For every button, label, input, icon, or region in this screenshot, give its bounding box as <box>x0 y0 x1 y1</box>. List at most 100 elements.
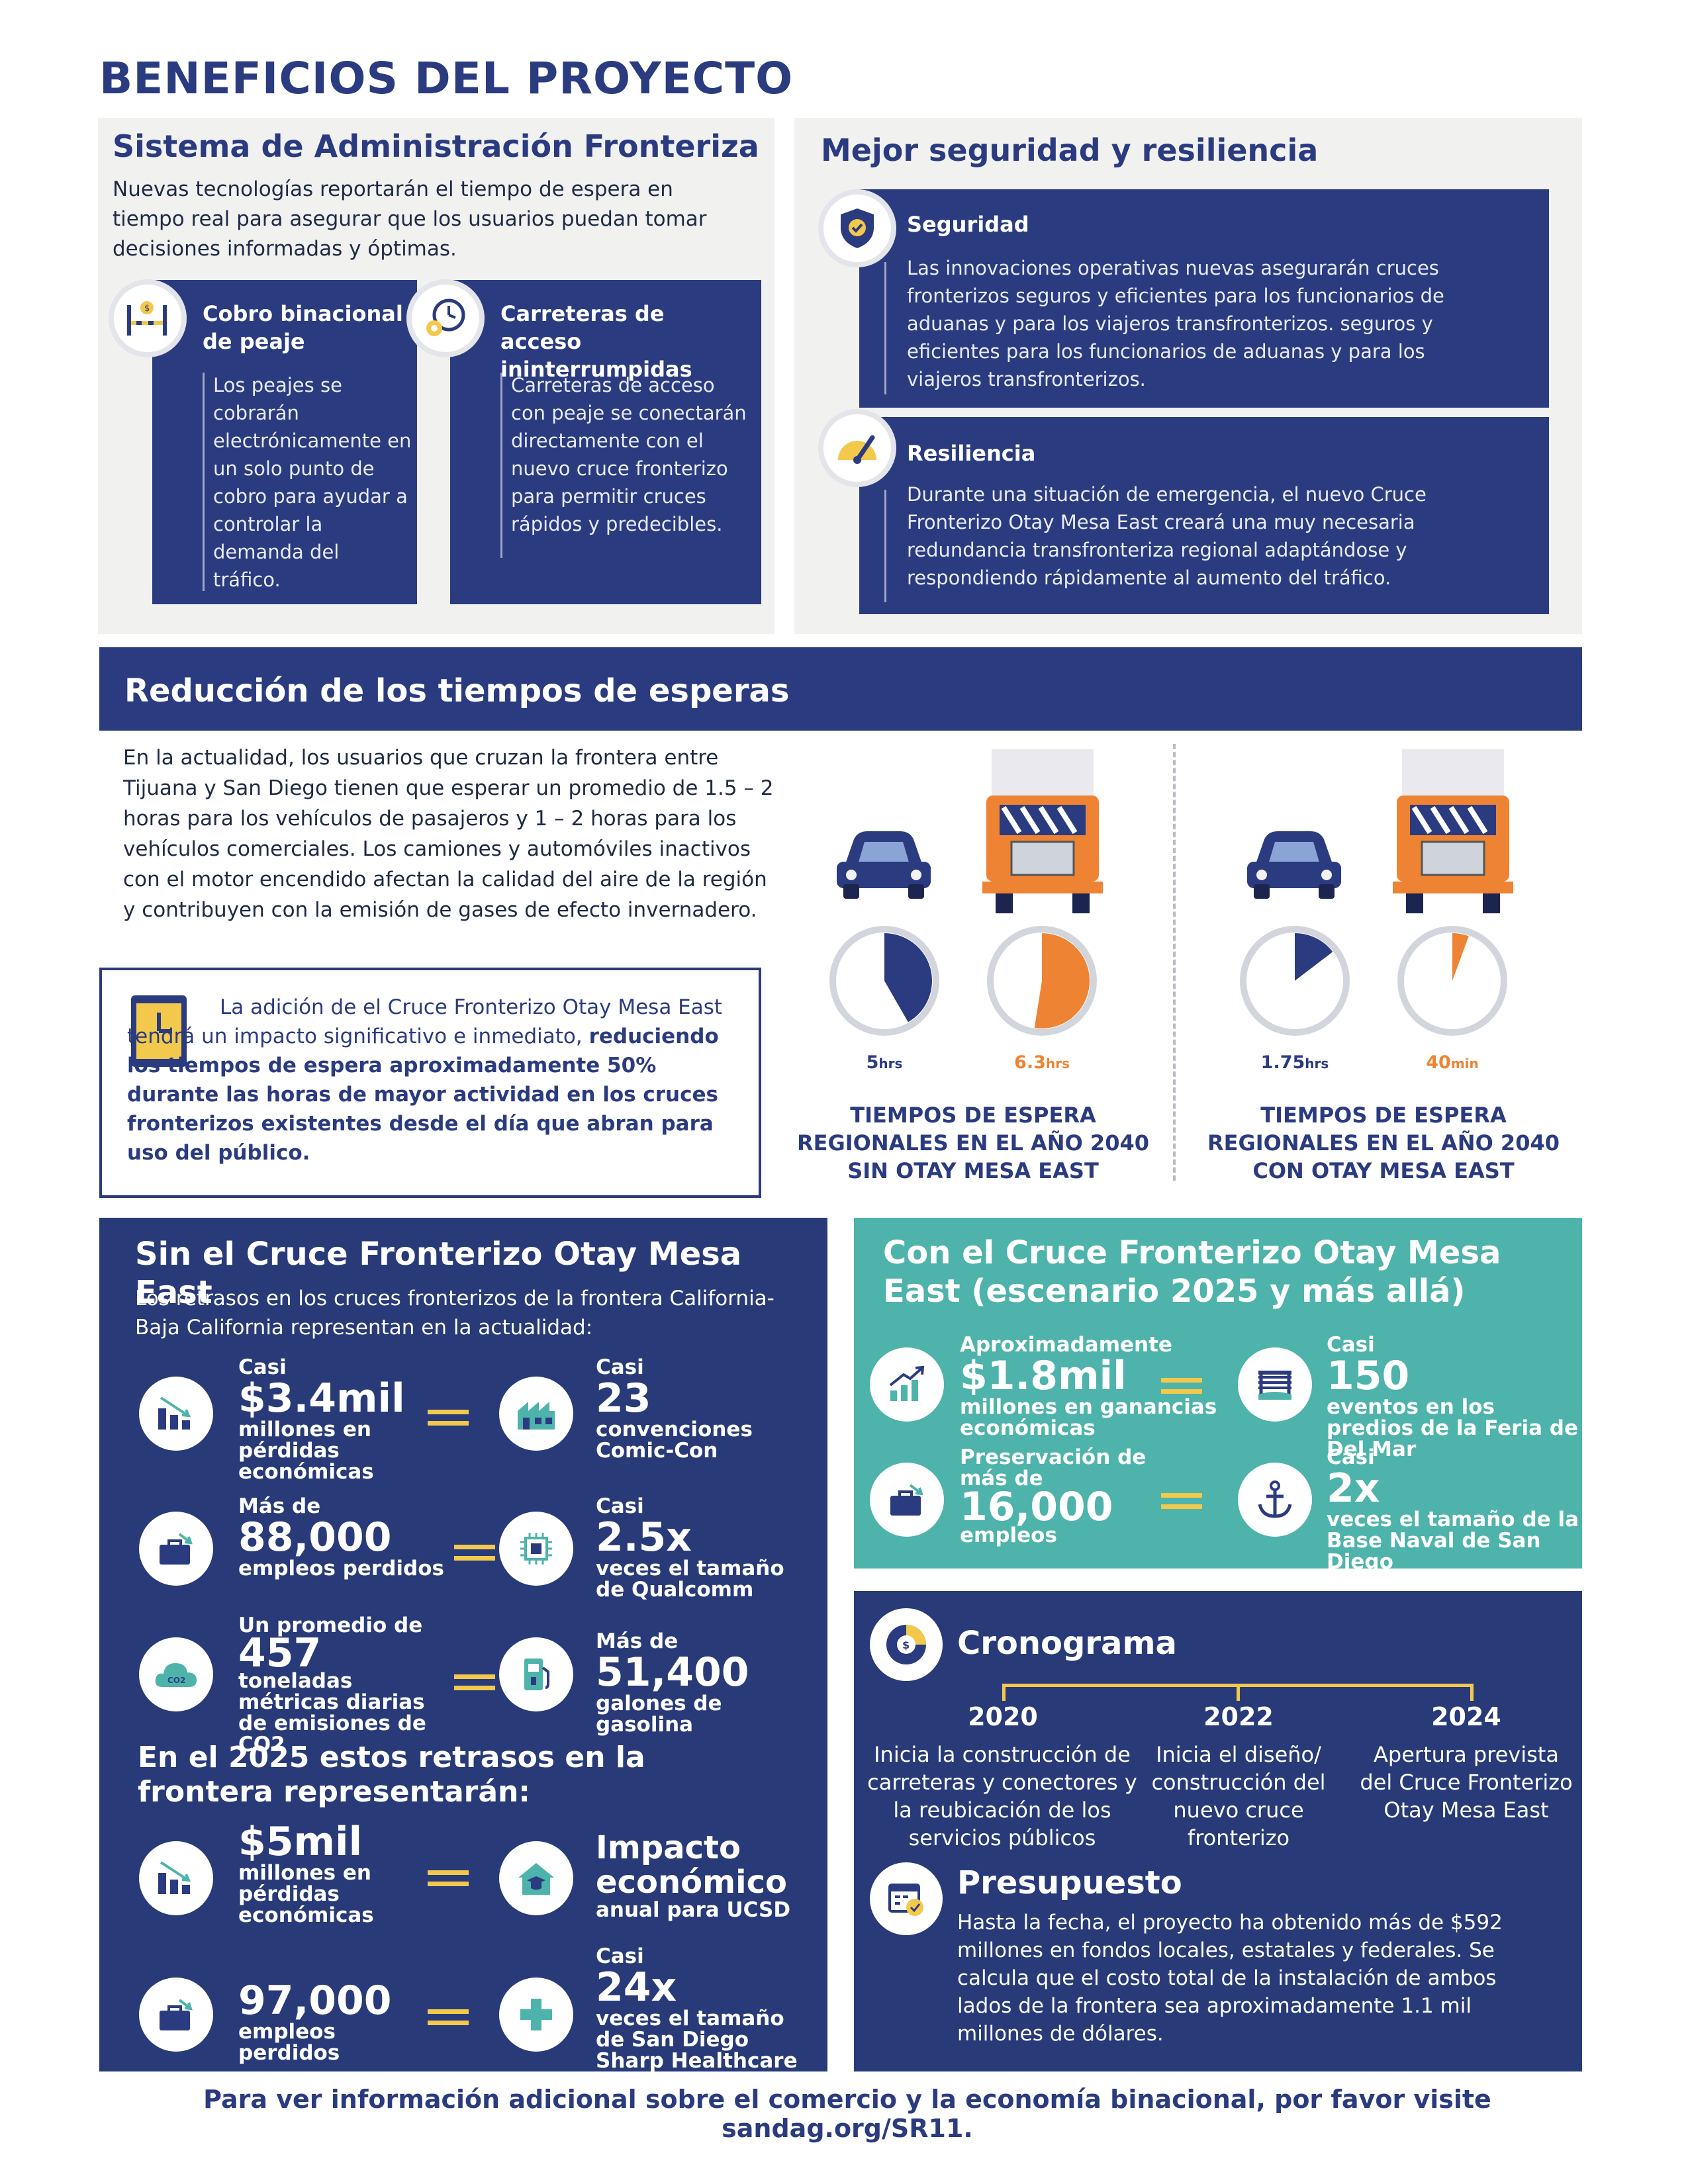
stat-pre: Casi <box>1327 1445 1375 1469</box>
medical-cross-icon <box>499 1978 573 2052</box>
stat-desc: empleos <box>960 1524 1057 1547</box>
timeline-text: Apertura prevista del Cruce Fronterizo O… <box>1360 1742 1573 1823</box>
wait-caption-with: TIEMPOS DE ESPERA REGIONALES EN EL AÑO 2… <box>1207 1103 1560 1183</box>
stat-pre: Más de <box>238 1494 321 1518</box>
stat-pre: Casi <box>596 1494 644 1518</box>
stat-value: $1.8mil <box>960 1353 1127 1399</box>
stat-value: 88,000 <box>238 1514 392 1561</box>
without-intro: Los retrasos en los cruces fronterizos d… <box>135 1287 774 1340</box>
equals-sign <box>428 1410 469 1426</box>
stat-pre: Casi <box>1327 1333 1375 1357</box>
stat-desc: anual para UCSD <box>596 1898 791 1922</box>
footer-text: Para ver información adicional sobre el … <box>203 2085 1491 2143</box>
truck-icon <box>1393 749 1513 913</box>
briefcase-icon <box>139 1978 213 2052</box>
without-title: Sin el Cruce Fronterizo Otay Mesa East <box>135 1236 742 1311</box>
svg-text:$: $ <box>902 1639 910 1651</box>
stat-desc: empleos perdidos <box>238 2020 340 2065</box>
budget-title: Presupuesto <box>957 1864 1182 1901</box>
without-subtitle: En el 2025 estos retrasos en la frontera… <box>138 1741 645 1809</box>
stat-desc: millones en pérdidas económicas <box>238 1418 374 1484</box>
clock-icon <box>128 993 189 1069</box>
stat-desc: veces el tamaño de San Diego Sharp Healt… <box>596 2007 798 2073</box>
pie-coin-icon: $ <box>870 1608 943 1681</box>
fairground-icon <box>1238 1347 1312 1422</box>
stat-pre: Casi <box>238 1355 287 1379</box>
wait-times-band: Reducción de los tiempos de esperas <box>99 647 1582 731</box>
stat-desc: convenciones Comic-Con <box>596 1418 753 1463</box>
gauge-6-3-hrs <box>987 926 1097 1036</box>
equals-sign <box>454 1674 495 1690</box>
timeline-text: Inicia el diseño/ construcción del nuevo… <box>1151 1742 1326 1850</box>
stat-value: $5mil <box>238 1819 363 1865</box>
timeline-text: Inicia la construcción de carreteras y c… <box>867 1742 1137 1850</box>
stat-desc: veces el tamaño de la Base Naval de San … <box>1327 1508 1579 1574</box>
stat-value: 24x <box>596 1964 677 2011</box>
resiliencia-card: Resiliencia Durante una situación de eme… <box>859 417 1549 614</box>
gauge-40-min <box>1397 926 1507 1036</box>
gauge-5-hrs <box>829 926 939 1036</box>
wait-caption-without: TIEMPOS DE ESPERA REGIONALES EN EL AÑO 2… <box>797 1103 1149 1183</box>
stat-pre: Casi <box>596 1944 644 1968</box>
border-system-title: Sistema de Administración Fronteriza <box>113 128 759 164</box>
graduation-house-icon <box>499 1841 573 1915</box>
stat-value: 2.5x <box>596 1514 692 1561</box>
wait-times-title: Reducción de los tiempos de esperas <box>124 672 790 709</box>
timeline-year-2024: 2024 <box>1431 1702 1501 1731</box>
wait-callout: La adición de el Cruce Fronterizo Otay M… <box>99 968 761 1198</box>
equals-sign <box>428 2009 469 2025</box>
convention-center-icon <box>499 1377 573 1451</box>
stat-desc: toneladas métricas diarias de emisiones … <box>238 1669 426 1756</box>
resiliencia-card-text: Durante una situación de emergencia, el … <box>907 483 1427 589</box>
equals-sign <box>1161 1493 1202 1509</box>
without-panel: Sin el Cruce Fronterizo Otay Mesa East L… <box>99 1218 827 2071</box>
truck-icon <box>982 749 1103 913</box>
gas-pump-icon <box>499 1637 573 1711</box>
seguridad-card-title: Seguridad <box>907 212 1029 237</box>
stat-desc: veces el tamaño de Qualcomm <box>596 1557 784 1602</box>
roads-card: Carreteras de acceso ininterrumpidas Car… <box>450 280 761 604</box>
wait-callout-highlight: reduciendo los tiempos de espera aproxim… <box>127 1024 719 1165</box>
equals-sign <box>454 1545 495 1561</box>
microchip-icon <box>499 1512 573 1586</box>
briefcase-icon <box>870 1463 944 1537</box>
timeline-year-2022: 2022 <box>1203 1702 1274 1731</box>
gauge-unit: hrs <box>1305 1056 1329 1071</box>
toll-card-text: Los peajes se cobrarán electrónicamente … <box>213 374 412 591</box>
gauge-speed-icon <box>818 409 896 487</box>
stat-pre: Más de <box>596 1629 679 1653</box>
roads-card-text: Carreteras de acceso con peaje se conect… <box>511 374 747 535</box>
svg-text:CO2: CO2 <box>167 1676 185 1685</box>
stat-desc: galones de gasolina <box>596 1692 722 1737</box>
seguridad-card: Seguridad Las innovaciones operativas nu… <box>859 189 1549 408</box>
stat-pre: Casi <box>596 1355 644 1379</box>
gauge-unit: hrs <box>878 1056 903 1071</box>
stat-pre: Un promedio de <box>238 1614 423 1637</box>
security-title: Mejor seguridad y resiliencia <box>821 132 1319 168</box>
stat-desc: empleos perdidos <box>238 1557 444 1580</box>
stat-value: $3.4mil <box>238 1375 405 1422</box>
stat-desc: millones en ganancias económicas <box>960 1395 1217 1440</box>
calendar-check-icon <box>870 1862 943 1935</box>
wait-group-without: 5hrs 6.3hrs TIEMPOS DE ESPERA REGIONALES… <box>781 741 1165 1191</box>
stat-pre: Preservación de más de <box>960 1445 1147 1490</box>
stat-desc: eventos en los predios de la Feria de De… <box>1327 1395 1578 1461</box>
seguridad-card-text: Las innovaciones operativas nuevas asegu… <box>907 257 1444 390</box>
page-title: BENEFICIOS DEL PROYECTO <box>99 53 794 104</box>
resiliencia-card-title: Resiliencia <box>907 441 1036 466</box>
gauge-value: 1.75 <box>1260 1052 1305 1073</box>
stat-value: 2x <box>1327 1465 1380 1512</box>
gauge-1-75-hrs <box>1240 926 1350 1036</box>
svg-text:$: $ <box>144 304 150 314</box>
toll-card: Cobro binacional de peaje Los peajes se … <box>152 280 417 604</box>
co2-cloud-icon: CO2 <box>139 1637 213 1711</box>
toll-gate-icon: $ <box>109 279 187 357</box>
briefcase-icon <box>139 1512 213 1586</box>
equals-sign <box>1161 1378 1202 1394</box>
